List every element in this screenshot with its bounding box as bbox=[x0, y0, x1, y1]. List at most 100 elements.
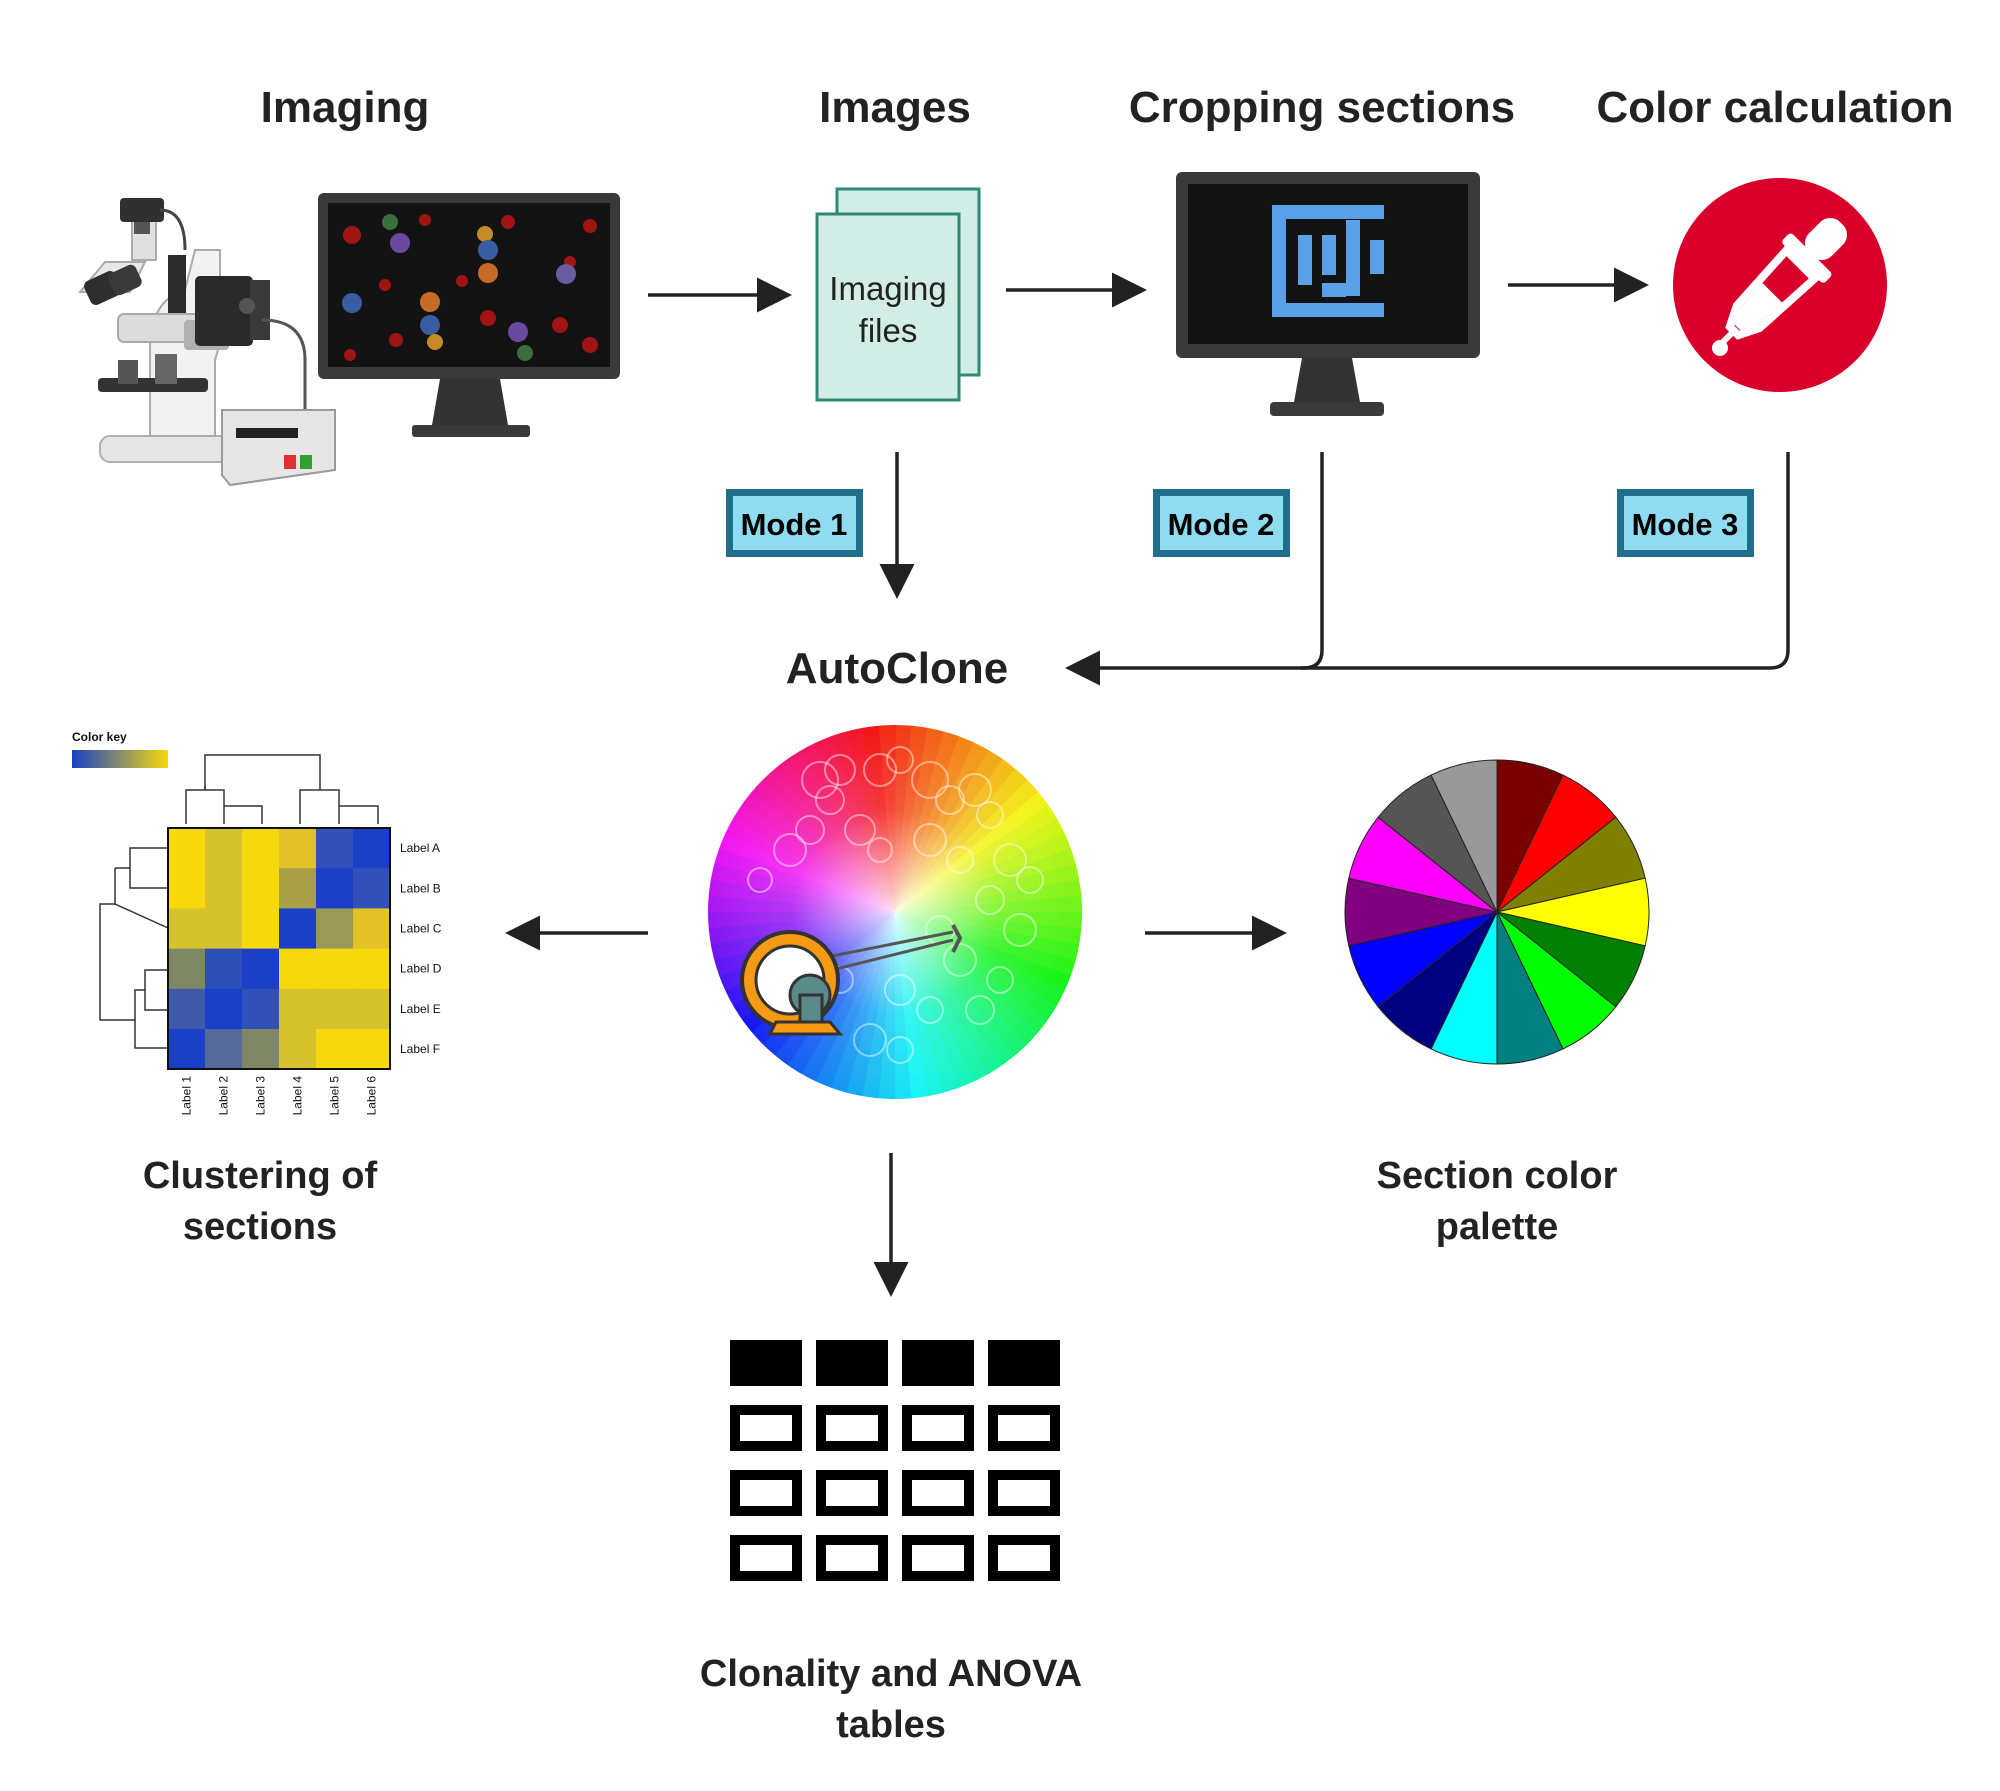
heatmap-col-label: Label 2 bbox=[217, 1076, 231, 1116]
row-dendrogram bbox=[99, 847, 169, 1049]
table-body-cell bbox=[816, 1470, 888, 1516]
table-header-cell bbox=[816, 1340, 888, 1386]
mode-1-badge: Mode 1 bbox=[726, 489, 863, 557]
clustering-heatmap: Color key Label A Label B Label C Label D La… bbox=[72, 730, 442, 1115]
microscope-icon bbox=[77, 198, 336, 487]
mode-2-badge: Mode 2 bbox=[1153, 489, 1290, 557]
heatmap-cell bbox=[279, 828, 317, 869]
heatmap-cell bbox=[242, 828, 280, 869]
heatmap-cell bbox=[242, 868, 280, 909]
heatmap-cell bbox=[205, 868, 243, 909]
heatmap-cell bbox=[353, 828, 391, 869]
table-body-cell bbox=[902, 1470, 974, 1516]
heatmap-cell bbox=[205, 988, 243, 1030]
heatmap-cell bbox=[168, 828, 206, 869]
heatmap-row-label: Label E bbox=[400, 1002, 441, 1016]
heatmap-cell bbox=[279, 868, 317, 909]
imaging-files-icon: Imaging files bbox=[815, 187, 981, 402]
title-images: Images bbox=[819, 83, 971, 132]
heatmap-cell bbox=[168, 988, 206, 1030]
mode-3-label: Mode 3 bbox=[1632, 507, 1739, 542]
heatmap-row-label: Label D bbox=[400, 962, 442, 976]
heatmap-cell bbox=[205, 908, 243, 950]
color-key-label: Color key bbox=[72, 730, 127, 744]
autoclone-color-wheel bbox=[708, 725, 1082, 1099]
fiji-monitor-icon bbox=[1176, 172, 1480, 416]
heatmap-cell bbox=[279, 1029, 317, 1070]
color-dropper-icon bbox=[1673, 178, 1887, 392]
heatmap-cell bbox=[242, 908, 280, 950]
connector-mode3 bbox=[1300, 452, 1790, 670]
table-body-cell bbox=[816, 1535, 888, 1581]
heatmap-cell bbox=[168, 868, 206, 909]
table-body-cell bbox=[730, 1470, 802, 1516]
table-header-cell bbox=[730, 1340, 802, 1386]
heatmap-cell bbox=[279, 988, 317, 1030]
fluorescence-monitor-icon bbox=[318, 193, 620, 437]
heatmap-cell bbox=[242, 948, 280, 990]
table-header-cell bbox=[988, 1340, 1060, 1386]
heatmap-cell bbox=[205, 948, 243, 990]
table-body-cell bbox=[988, 1535, 1060, 1581]
heatmap-cell bbox=[316, 988, 354, 1030]
palette-slice bbox=[1430, 759, 1498, 913]
heatmap-cell bbox=[168, 1029, 206, 1070]
table-body-cell bbox=[902, 1535, 974, 1581]
heatmap-col-label: Label 6 bbox=[365, 1076, 379, 1116]
heatmap-cell bbox=[353, 868, 391, 909]
table-body-cell bbox=[988, 1405, 1060, 1451]
caption-clustering-line1: Clustering of bbox=[143, 1155, 378, 1197]
heatmap-cell bbox=[205, 828, 243, 869]
table-body-cell bbox=[902, 1405, 974, 1451]
heatmap-cell bbox=[168, 908, 206, 950]
heatmap-col-label: Label 1 bbox=[180, 1076, 194, 1116]
mode-3-badge: Mode 3 bbox=[1617, 489, 1754, 557]
caption-clustering-line2: sections bbox=[183, 1206, 337, 1248]
crypt-outlines bbox=[747, 746, 1044, 1064]
title-cropping-sections: Cropping sections bbox=[1129, 83, 1515, 132]
imaging-files-label-line1: Imaging bbox=[829, 270, 946, 307]
title-autoclone: AutoClone bbox=[786, 644, 1008, 693]
table-body-cell bbox=[988, 1470, 1060, 1516]
heatmap-cell bbox=[316, 948, 354, 990]
connector-mode2 bbox=[1065, 452, 1324, 686]
caption-tables-line1: Clonality and ANOVA bbox=[700, 1653, 1082, 1695]
color-key-bar bbox=[72, 750, 168, 768]
heatmap-col-label: Label 5 bbox=[328, 1076, 342, 1116]
heatmap-cell bbox=[279, 908, 317, 950]
heatmap-cell bbox=[353, 908, 391, 950]
heatmap-row-label: Label B bbox=[400, 881, 441, 895]
heatmap-cell bbox=[205, 1029, 243, 1070]
tape-measure-icon bbox=[740, 924, 963, 1036]
heatmap-cell bbox=[353, 1029, 391, 1070]
table-body-cell bbox=[816, 1405, 888, 1451]
table-body-cell bbox=[730, 1405, 802, 1451]
heatmap-cell bbox=[168, 948, 206, 990]
heatmap-cell bbox=[242, 1029, 280, 1070]
title-color-calculation: Color calculation bbox=[1597, 83, 1954, 132]
heatmap-col-label: Label 4 bbox=[291, 1076, 305, 1116]
heatmap-cell bbox=[353, 948, 391, 990]
mode-1-label: Mode 1 bbox=[741, 507, 848, 542]
fluorescent-cells bbox=[342, 214, 598, 361]
section-color-palette-pie bbox=[1344, 759, 1650, 1065]
table-body-cell bbox=[730, 1535, 802, 1581]
caption-palette-line1: Section color bbox=[1377, 1155, 1618, 1197]
heatmap-row-label: Label A bbox=[400, 841, 440, 855]
imaging-files-label-line2: files bbox=[859, 312, 918, 349]
heatmap-cell bbox=[316, 828, 354, 869]
table-header-cell bbox=[902, 1340, 974, 1386]
heatmap-cell bbox=[279, 948, 317, 990]
heatmap-row-label: Label C bbox=[400, 922, 442, 936]
mode-2-label: Mode 2 bbox=[1168, 507, 1275, 542]
heatmap-cell bbox=[242, 988, 280, 1030]
fiji-logo-icon bbox=[1272, 205, 1384, 317]
heatmap-row-label: Label F bbox=[400, 1042, 440, 1056]
heatmap-cell bbox=[316, 868, 354, 909]
heatmap-cell bbox=[316, 908, 354, 950]
title-imaging: Imaging bbox=[261, 83, 430, 132]
heatmap-cell bbox=[316, 1029, 354, 1070]
heatmap-cell bbox=[353, 988, 391, 1030]
caption-palette-line2: palette bbox=[1436, 1206, 1558, 1248]
heatmap-col-label: Label 3 bbox=[254, 1076, 268, 1116]
